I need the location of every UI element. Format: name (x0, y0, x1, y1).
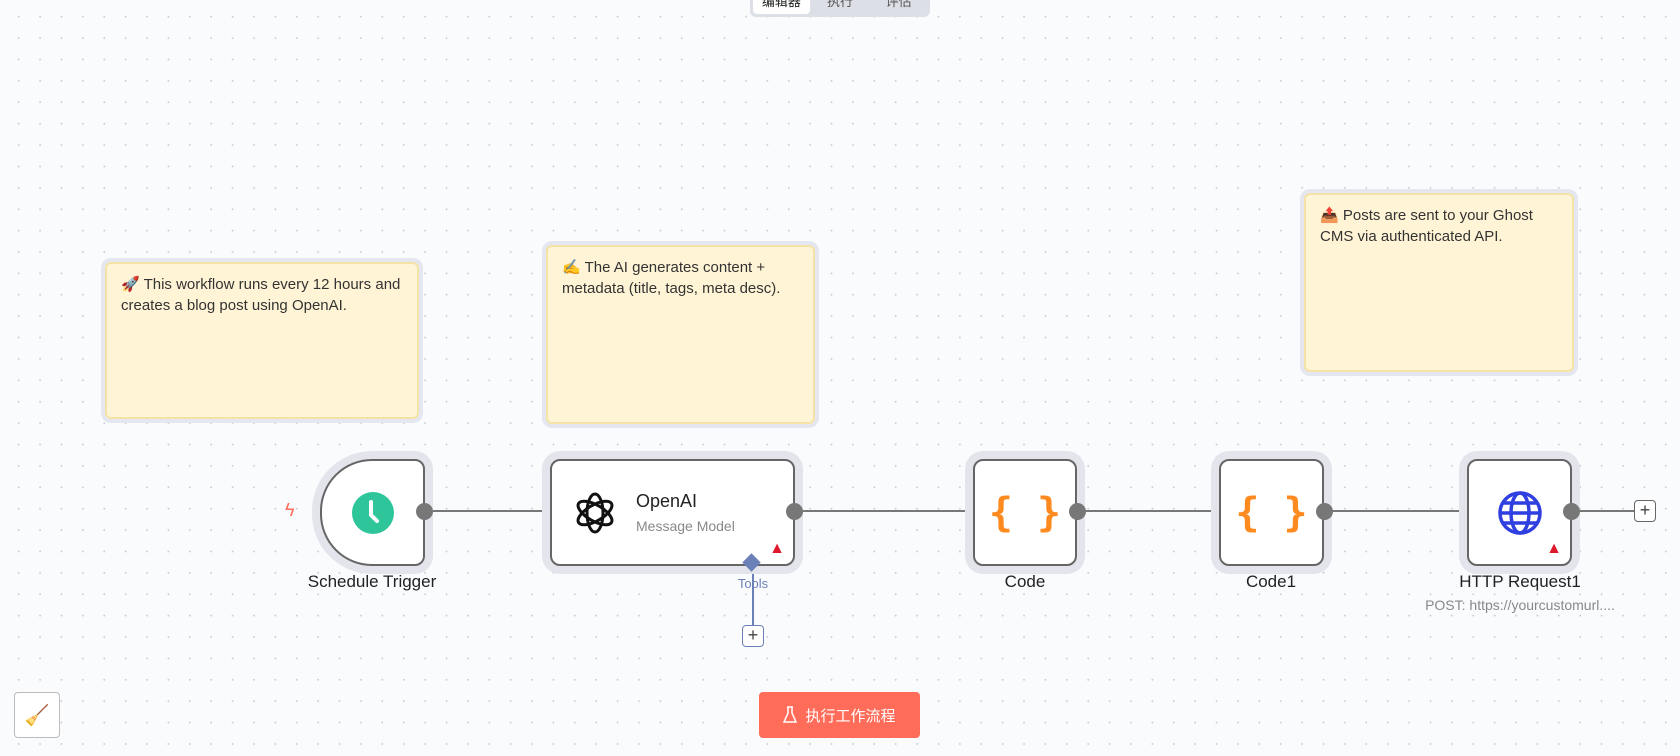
tab-executions[interactable]: 执行 (827, 0, 854, 9)
view-tabs: 编辑器 执行 评估 (750, 0, 930, 17)
output-handle[interactable] (416, 503, 433, 520)
tab-evaluations[interactable]: 评估 (885, 0, 912, 9)
tab-editor[interactable]: 编辑器 (753, 0, 810, 14)
outbox-icon: 📤 (1320, 207, 1339, 224)
sticky-note-ghost[interactable]: 📤 Posts are sent to your Ghost CMS via a… (1304, 193, 1574, 372)
output-handle[interactable] (1563, 503, 1580, 520)
sticky-text: The AI generates content + metadata (tit… (562, 259, 781, 297)
input-handle[interactable] (544, 503, 552, 519)
connection-code1-http (1324, 510, 1459, 512)
connection-openai-code (795, 510, 965, 512)
tools-connector (752, 565, 754, 633)
flask-icon (783, 706, 798, 723)
output-handle[interactable] (1069, 503, 1086, 520)
add-tool-button[interactable]: + (742, 625, 764, 647)
input-handle[interactable] (1461, 503, 1469, 519)
clock-icon (351, 491, 394, 534)
node-label: HTTP Request1 (1459, 572, 1581, 591)
node-code1[interactable]: { } (1219, 459, 1324, 566)
writing-hand-icon: ✍️ (562, 259, 581, 276)
connection-http-end (1572, 510, 1634, 512)
connection-trigger-openai (425, 510, 543, 512)
sticky-text: This workflow runs every 12 hours and cr… (121, 276, 401, 314)
node-code[interactable]: { } (973, 459, 1077, 566)
warning-icon: ▲ (1546, 540, 1562, 557)
node-label: Code (1004, 572, 1046, 591)
connection-code-code1 (1077, 510, 1212, 512)
tidy-up-button[interactable]: 🧹 (14, 692, 60, 738)
tools-label: Tools (737, 576, 769, 591)
input-handle[interactable] (1213, 503, 1221, 519)
openai-icon (576, 492, 614, 533)
node-subtitle: Message Model (636, 518, 735, 534)
sticky-note-schedule[interactable]: 🚀 This workflow runs every 12 hours and … (105, 262, 419, 419)
node-schedule-trigger[interactable] (320, 459, 425, 566)
add-node-button[interactable]: + (1634, 500, 1656, 522)
sticky-note-ai[interactable]: ✍️ The AI generates content + metadata (… (546, 245, 815, 424)
lightning-icon: ϟ (285, 500, 295, 520)
node-openai[interactable]: OpenAI Message Model ▲ (550, 459, 795, 566)
node-subtitle: POST: https://yourcustomurl.... (1425, 597, 1615, 613)
input-handle[interactable] (967, 503, 975, 519)
warning-icon: ▲ (769, 540, 785, 557)
node-label: Code1 (1245, 572, 1297, 591)
node-title: OpenAI (636, 491, 698, 511)
globe-icon (1497, 490, 1542, 535)
execute-label: 执行工作流程 (805, 707, 896, 725)
broom-icon: 🧹 (24, 704, 50, 727)
execute-workflow-button[interactable]: 执行工作流程 (759, 692, 920, 738)
rocket-icon: 🚀 (121, 276, 140, 293)
sticky-text: Posts are sent to your Ghost CMS via aut… (1320, 207, 1533, 245)
output-handle[interactable] (1316, 503, 1333, 520)
braces-icon: { } (988, 489, 1062, 536)
node-http-request[interactable]: ▲ (1467, 459, 1572, 566)
output-handle[interactable] (786, 503, 803, 520)
braces-icon: { } (1235, 489, 1308, 536)
node-label: Schedule Trigger (307, 572, 437, 591)
